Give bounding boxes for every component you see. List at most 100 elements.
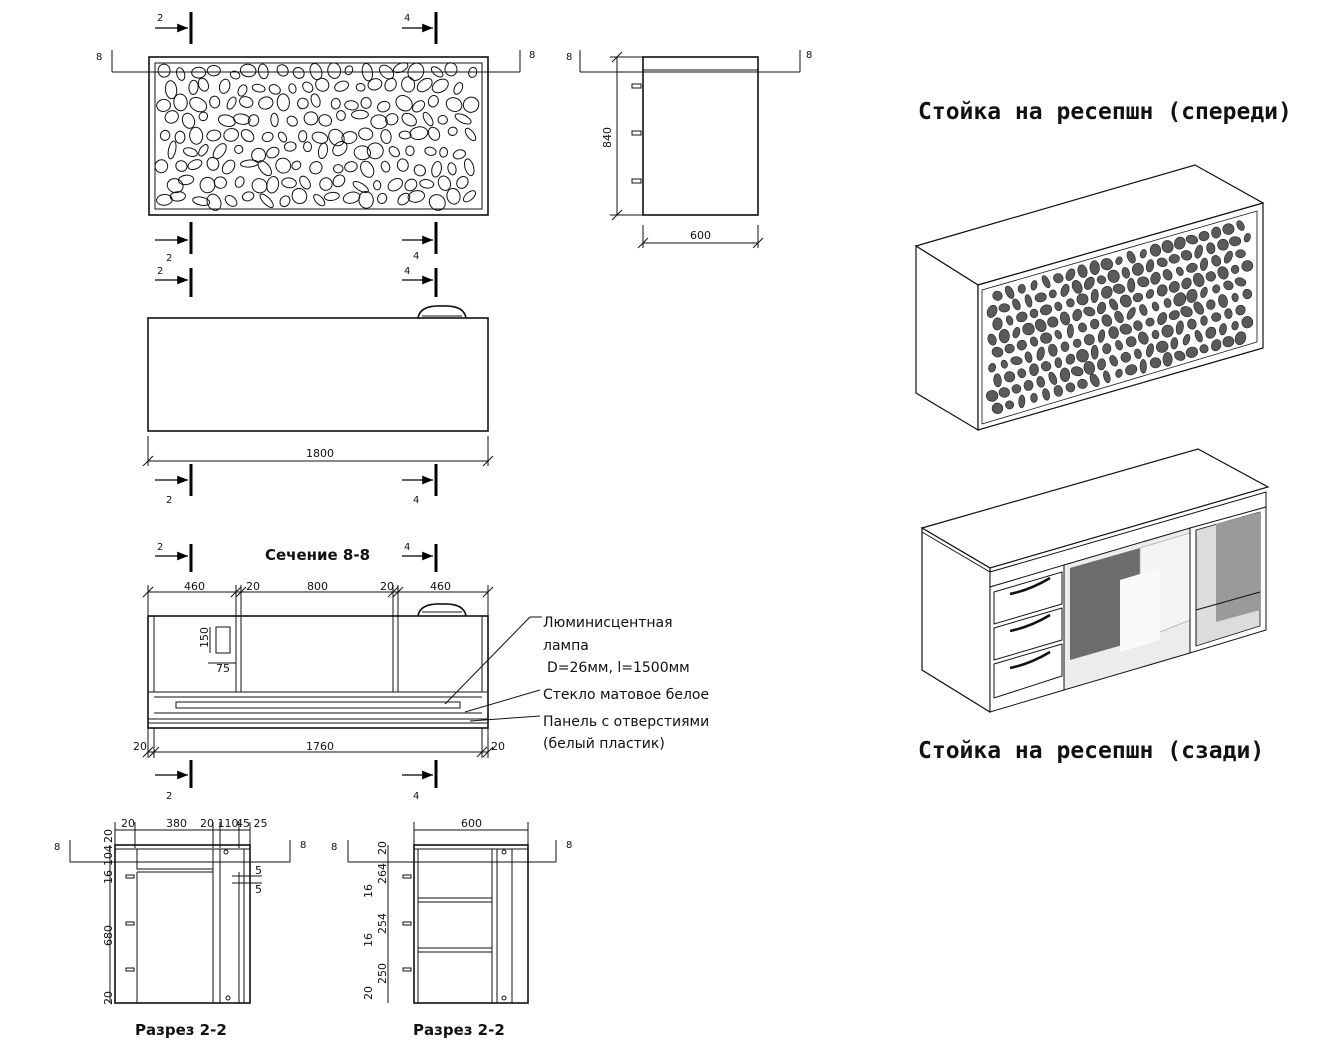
pattern-hole [291,160,302,171]
note-glass: Стекло матовое белое [543,687,709,703]
dim-800: 800 [307,580,328,593]
iso-pattern-hole [1145,289,1155,299]
pattern-hole [166,178,184,194]
pattern-hole [344,65,354,76]
iso-pattern-hole [1229,236,1242,247]
pattern-hole [167,140,177,160]
iso-pattern-hole [1149,357,1162,369]
pattern-hole [164,80,178,100]
pattern-hole [351,109,369,120]
pattern-hole [221,159,236,175]
iso-pattern-hole [1127,278,1136,293]
iso-pattern-hole [1131,262,1144,276]
iso-pattern-hole [988,362,996,373]
iso-pattern-hole [1168,281,1180,293]
pattern-hole [259,193,274,208]
side-view: 8 8 840 600 [566,50,812,249]
iso-pattern-hole [1040,304,1053,316]
iso-pattern-hole [1012,298,1021,311]
iso-pattern-hole [998,387,1010,398]
iso-pattern-hole [987,333,997,346]
iso-pattern-hole [1180,250,1193,261]
pattern-hole [332,174,346,188]
pattern-hole [275,157,292,174]
iso-pattern-hole [1145,317,1155,327]
pattern-hole [393,62,409,74]
iso-pattern-hole [1180,306,1193,318]
pattern-hole [173,93,188,112]
rl-dim-45-25: 45 25 [236,817,268,830]
pattern-hole [387,177,403,192]
iso-pattern-hole [1065,353,1076,365]
iso-pattern-hole [1146,343,1154,358]
iso-pattern-hole [1036,376,1045,388]
iso-pattern-hole [1076,293,1089,306]
iso-pattern-hole [1139,304,1148,316]
iso-pattern-hole [1048,371,1058,385]
section-8-8: 2 4 Сечение 8-8 460 20 800 20 460 [133,542,709,802]
iso-pattern-hole [1109,298,1119,311]
rr-dim-16b: 16 [362,933,375,947]
iso-pattern-hole [1034,292,1047,303]
iso-pattern-hole [1199,257,1209,271]
pattern-hole [380,160,391,173]
pattern-hole [239,96,254,108]
pattern-hole [439,147,449,158]
iso-pattern-hole [1024,294,1033,308]
iso-pattern-hole [1151,330,1160,340]
note-panel-1: Панель с отверстиями [543,714,709,730]
pattern-hole [380,129,392,144]
caption-razrez-left: Разрез 2-2 [135,1021,227,1039]
pattern-hole [445,97,463,112]
iso-pattern-hole [1200,315,1208,326]
pattern-hole [181,112,196,129]
pattern-hole [419,179,435,189]
iso-pattern-hole [1112,283,1126,294]
pattern-hole [437,175,452,191]
pattern-hole [395,94,413,112]
rl-dim-20b: 20 [102,991,115,1005]
sec-mark-2-bottom: 2 [166,791,172,802]
pattern-hole [336,110,346,121]
iso-pattern-hole [1125,364,1138,376]
iso-pattern-hole [1222,223,1235,235]
iso-pattern-hole [1241,316,1254,329]
iso-pattern-hole [1034,319,1047,332]
pattern-hole [261,131,274,143]
rr-dim-20: 20 [376,841,389,855]
caption-razrez-right: Разрез 2-2 [413,1021,505,1039]
dim-75: 75 [216,662,230,675]
iso-pattern-hole [1004,343,1015,354]
iso-pattern-hole [1115,368,1123,378]
iso-pattern-hole [1211,226,1222,239]
iso-pattern-hole [1174,350,1186,361]
iso-pattern-hole [1133,320,1143,331]
iso-pattern-hole [1211,339,1222,352]
iso-pattern-hole [1211,312,1222,322]
iso-pattern-hole [1173,292,1187,307]
iso-pattern-hole [1010,356,1023,366]
iso-pattern-hole [1005,400,1015,410]
pattern-hole [268,84,281,95]
rl-dim-5b: 5 [255,883,262,896]
pattern-hole [358,127,374,141]
iso-pattern-hole [1162,269,1173,281]
iso-pattern-hole [1126,307,1136,320]
mark-8-left: 8 [96,52,102,63]
iso-pattern-hole [1206,242,1216,255]
pattern-hole [427,95,439,108]
top-mark-2-bottom: 2 [166,495,172,506]
iso-pattern-hole [1103,370,1111,384]
iso-pattern-hole [1170,337,1179,350]
pattern-hole [191,66,207,79]
top-mark-2: 2 [157,266,163,277]
iso-pattern-hole [1199,344,1209,354]
pattern-hole [286,115,298,127]
iso-pattern-hole [1163,298,1172,308]
pattern-hole [156,98,171,112]
pattern-hole [187,159,203,171]
pattern-hole [258,96,274,110]
iso-pattern-hole [1041,275,1051,289]
pattern-hole [206,193,222,211]
